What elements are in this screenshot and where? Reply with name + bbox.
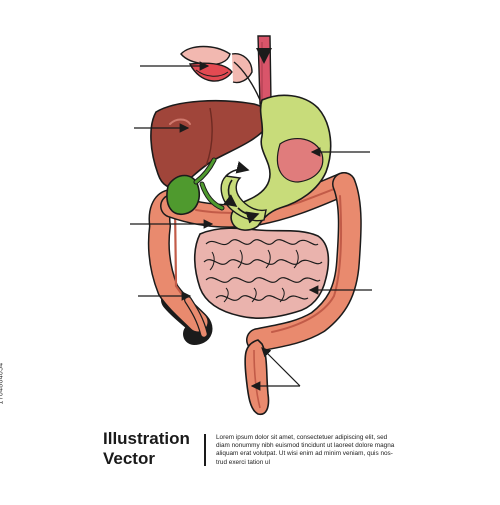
caption-body-line: Lorem ipsum dolor sit amet, consectetuer… [216, 434, 388, 441]
caption-body: Lorem ipsum dolor sit amet, consectetuer… [216, 434, 396, 467]
mouth [180, 45, 261, 101]
caption-body-line: diam nonummy nibh euismod tincidunt ut l… [216, 442, 395, 450]
stock-id-text: 1704864054 [0, 362, 5, 405]
liver [150, 99, 271, 189]
caption-title: Illustration Vector [103, 429, 190, 469]
caption-body-line: aliquam erat volutpat. Ut wisi enim ad m… [216, 450, 393, 458]
caption-divider [204, 434, 206, 466]
esophagus [256, 35, 272, 105]
pointer-rectum-1 [261, 347, 301, 387]
caption-title-line1: Illustration [103, 429, 190, 448]
label-pointers [130, 61, 372, 391]
caption-title-line2: Vector [103, 449, 155, 468]
small-intestine [193, 227, 330, 319]
gallbladder [166, 157, 225, 215]
caption-body-line: trud exerci tation ul [216, 458, 270, 466]
